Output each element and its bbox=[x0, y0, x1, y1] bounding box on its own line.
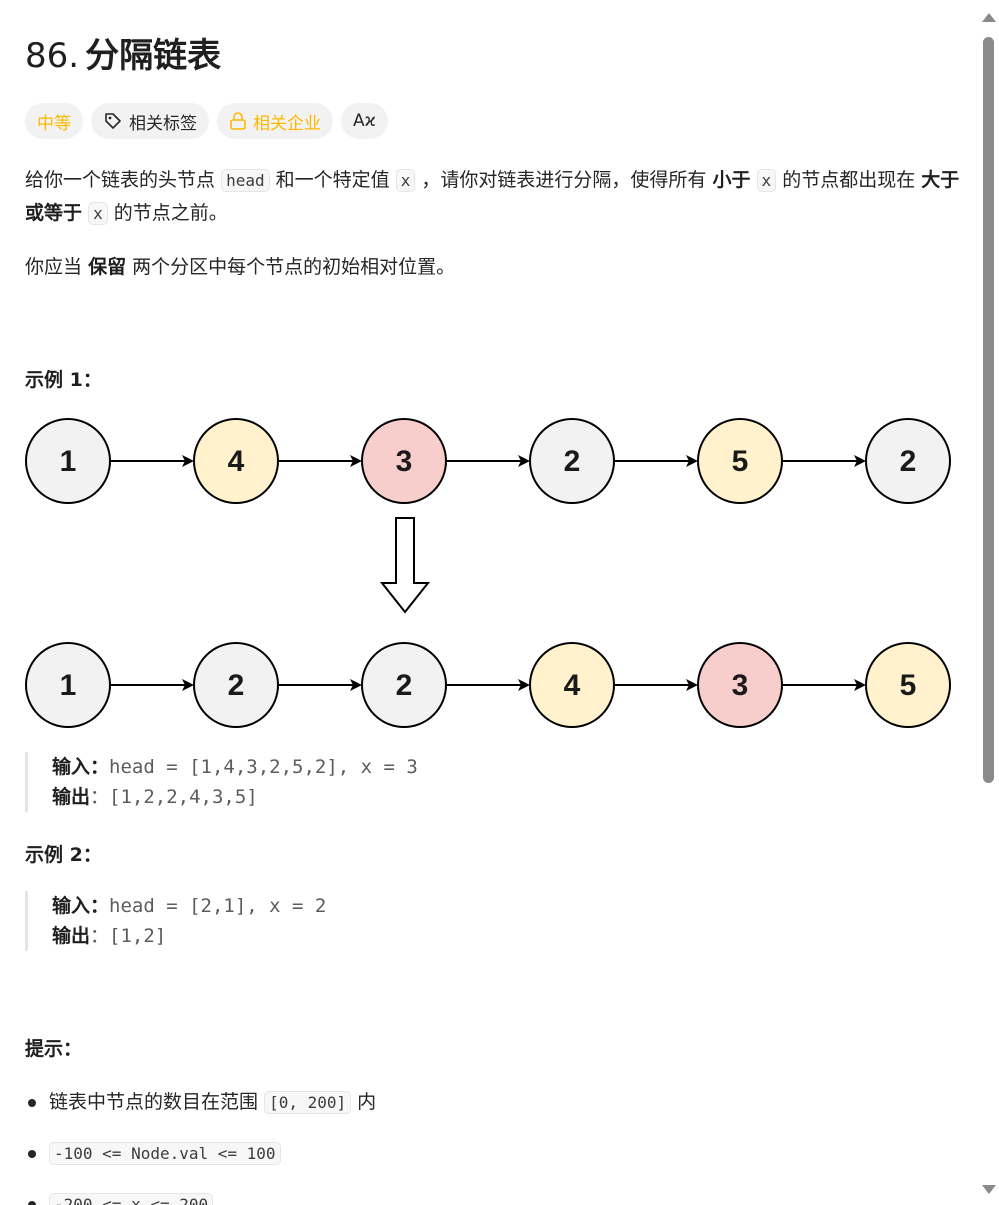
description-paragraph-1: 给你一个链表的头节点 head 和一个特定值 x ，请你对链表进行分隔，使得所有… bbox=[25, 164, 960, 230]
difficulty-badge: 中等 bbox=[25, 103, 83, 139]
output-label: 输出 bbox=[52, 925, 91, 947]
partitioned-list-node bbox=[25, 642, 111, 728]
original-list-node-value: 4 bbox=[228, 445, 245, 478]
partitioned-list-node bbox=[697, 642, 783, 728]
original-list-node-value: 5 bbox=[732, 445, 749, 478]
output-value: ：[1,2] bbox=[90, 925, 167, 947]
partitioned-list-node-value: 3 bbox=[732, 669, 749, 702]
partitioned-list-node bbox=[193, 642, 279, 728]
example-1-input: 输入：head = [1,4,3,2,5,2], x = 3 bbox=[52, 752, 418, 782]
original-list-node bbox=[865, 418, 951, 504]
partitioned-list-node-value: 4 bbox=[564, 669, 581, 702]
description-paragraph-2: 你应当 保留 两个分区中每个节点的初始相对位置。 bbox=[25, 251, 960, 283]
problem-description: 86.分隔链表 中等 相关标签 相关企业 Aϰ 给你一个链表的头节点 head … bbox=[25, 34, 960, 1205]
constraints-heading: 提示： bbox=[25, 1038, 83, 1060]
output-value: ：[1,2,2,4,3,5] bbox=[90, 786, 258, 808]
output-label: 输出 bbox=[52, 786, 91, 808]
constraint-text: 内 bbox=[357, 1091, 377, 1113]
tag-bar: 中等 相关标签 相关企业 Aϰ bbox=[25, 103, 388, 139]
example-2-output: 输出：[1,2] bbox=[52, 921, 326, 951]
code-x: x bbox=[88, 202, 108, 225]
input-label: 输入： bbox=[52, 756, 110, 778]
example-1-diagram: 1 4 3 2 5 2 1 2 2 4 3 5 bbox=[25, 418, 951, 728]
list-item: -200 <= x <= 200 bbox=[25, 1187, 376, 1205]
partitioned-list-node bbox=[529, 642, 615, 728]
partitioned-list-node-value: 2 bbox=[228, 669, 245, 702]
desc-text: 给你一个链表的头节点 bbox=[25, 169, 216, 191]
difficulty-label: 中等 bbox=[37, 113, 71, 134]
example-1-output: 输出：[1,2,2,4,3,5] bbox=[52, 782, 418, 812]
related-companies-label: 相关企业 bbox=[253, 113, 321, 134]
list-item: -100 <= Node.val <= 100 bbox=[25, 1136, 376, 1187]
scroll-thumb[interactable] bbox=[983, 37, 994, 783]
translate-button[interactable]: Aϰ bbox=[341, 103, 388, 139]
original-list-node bbox=[25, 418, 111, 504]
constraints-list: 链表中节点的数目在范围 [0, 200] 内 -100 <= Node.val … bbox=[25, 1085, 376, 1205]
original-list-node-value: 1 bbox=[60, 445, 77, 478]
example-2-heading: 示例 2： bbox=[25, 844, 102, 866]
original-list-node-value: 2 bbox=[900, 445, 917, 478]
desc-bold: 保留 bbox=[88, 256, 127, 278]
example-2-io: 输入：head = [2,1], x = 2 输出：[1,2] bbox=[25, 891, 326, 951]
constraint-text: 链表中节点的数目在范围 bbox=[49, 1091, 259, 1113]
original-list-node bbox=[193, 418, 279, 504]
related-tags-label: 相关标签 bbox=[129, 113, 197, 134]
scroll-down-arrow-icon[interactable] bbox=[982, 1185, 996, 1194]
partitioned-list-node-value: 5 bbox=[900, 669, 917, 702]
partitioned-list-node bbox=[865, 642, 951, 728]
example-2-input: 输入：head = [2,1], x = 2 bbox=[52, 891, 326, 921]
desc-text: 的节点之前。 bbox=[113, 202, 228, 224]
original-list-node-value: 2 bbox=[564, 445, 581, 478]
desc-bold: 小于 bbox=[712, 169, 751, 191]
related-companies-button[interactable]: 相关企业 bbox=[217, 103, 333, 139]
problem-number: 86. bbox=[25, 36, 80, 76]
constraint-code: -100 <= Node.val <= 100 bbox=[49, 1142, 281, 1165]
desc-text: 两个分区中每个节点的初始相对位置。 bbox=[132, 256, 456, 278]
scroll-up-arrow-icon[interactable] bbox=[982, 13, 996, 22]
vertical-scrollbar[interactable] bbox=[978, 0, 999, 1205]
partitioned-list-node-value: 2 bbox=[396, 669, 413, 702]
tag-icon bbox=[105, 113, 121, 129]
constraint-code: [0, 200] bbox=[264, 1091, 352, 1114]
list-item: 链表中节点的数目在范围 [0, 200] 内 bbox=[25, 1085, 376, 1136]
code-x: x bbox=[395, 169, 416, 192]
related-tags-button[interactable]: 相关标签 bbox=[91, 103, 209, 139]
example-1-heading: 示例 1： bbox=[25, 369, 102, 391]
example-1-io: 输入：head = [1,4,3,2,5,2], x = 3 输出：[1,2,2… bbox=[25, 752, 418, 812]
original-list-node bbox=[361, 418, 447, 504]
original-list-node bbox=[697, 418, 783, 504]
desc-bold: 大于或等于 bbox=[25, 169, 960, 224]
desc-text: ，请你对链表进行分隔，使得所有 bbox=[421, 169, 707, 191]
problem-title: 分隔链表 bbox=[85, 36, 222, 76]
code-x: x bbox=[756, 169, 777, 192]
desc-text: 你应当 bbox=[25, 256, 83, 278]
original-list-node bbox=[529, 418, 615, 504]
desc-text: 和一个特定值 bbox=[275, 169, 390, 191]
page-title: 86.分隔链表 bbox=[25, 34, 221, 78]
lock-icon bbox=[230, 112, 246, 130]
transform-arrow-icon bbox=[379, 517, 431, 614]
original-list-node-value: 3 bbox=[396, 445, 413, 478]
translate-icon: Aϰ bbox=[353, 111, 376, 131]
constraint-code: -200 <= x <= 200 bbox=[49, 1193, 214, 1205]
partitioned-list-node bbox=[361, 642, 447, 728]
desc-text: 的节点都出现在 bbox=[782, 169, 916, 191]
input-value: head = [1,4,3,2,5,2], x = 3 bbox=[109, 756, 418, 778]
code-head: head bbox=[221, 169, 270, 192]
partitioned-list-node-value: 1 bbox=[60, 669, 77, 702]
input-label: 输入： bbox=[52, 895, 110, 917]
input-value: head = [2,1], x = 2 bbox=[109, 895, 327, 917]
